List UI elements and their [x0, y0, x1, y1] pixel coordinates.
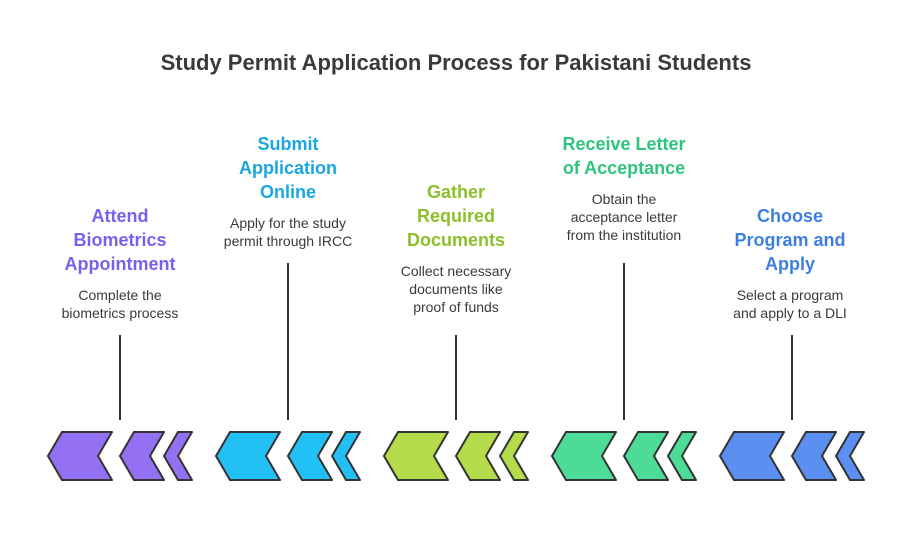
- step-desc-line: acceptance letter: [570, 209, 678, 225]
- step-description: Apply for the study permit through IRCC: [203, 214, 373, 250]
- step-description: Complete the biometrics process: [35, 286, 205, 322]
- chevron-group-choose: [719, 431, 865, 481]
- step-title-line: Apply: [764, 254, 815, 274]
- step-title-line: Appointment: [64, 254, 176, 274]
- chevron-arrow-icon: [215, 431, 281, 481]
- step-description: Select a program and apply to a DLI: [705, 286, 875, 322]
- step-connector: [119, 335, 121, 420]
- step-title-line: of Acceptance: [562, 158, 686, 178]
- step-desc-line: proof of funds: [413, 299, 499, 315]
- chevron-arrow-icon: [623, 431, 669, 481]
- step-title-line: Gather: [426, 182, 486, 202]
- chevron-arrow-icon: [287, 431, 333, 481]
- step-title-line: Submit: [257, 134, 319, 154]
- chevron-group-gather: [383, 431, 529, 481]
- chevron-arrow-icon: [791, 431, 837, 481]
- step-title-line: Online: [259, 182, 316, 202]
- diagram-title: Study Permit Application Process for Pak…: [160, 50, 752, 75]
- step-connector: [287, 263, 289, 420]
- step-title-line: Attend: [91, 206, 149, 226]
- step-desc-line: permit through IRCC: [223, 233, 353, 249]
- step-title-line: Required: [416, 206, 495, 226]
- chevron-arrow-icon: [383, 431, 449, 481]
- step-desc-line: Obtain the: [591, 191, 657, 207]
- step-title: Attend Biometrics Appointment: [35, 204, 205, 276]
- step-connector: [623, 263, 625, 420]
- chevron-group-receive: [551, 431, 697, 481]
- step-desc-line: Apply for the study: [230, 215, 346, 231]
- chevron-arrow-icon: [667, 431, 697, 481]
- chevron-group-attend: [47, 431, 193, 481]
- step-connector: [455, 335, 457, 420]
- chevron-arrow-icon: [47, 431, 113, 481]
- step-title-line: Receive Letter: [562, 134, 686, 154]
- chevron-arrow-icon: [119, 431, 165, 481]
- step-submit-application: Submit Application Online Apply for the …: [203, 132, 373, 250]
- step-title-line: Documents: [406, 230, 505, 250]
- step-connector: [791, 335, 793, 420]
- chevron-arrow-icon: [163, 431, 193, 481]
- step-title-line: Biometrics: [73, 230, 167, 250]
- step-choose-program: Choose Program and Apply Select a progra…: [705, 204, 875, 322]
- chevron-arrow-icon: [835, 431, 865, 481]
- chevron-group-submit: [215, 431, 361, 481]
- chevron-arrow-icon: [719, 431, 785, 481]
- step-desc-line: Complete the: [78, 287, 162, 303]
- chevron-arrow-icon: [331, 431, 361, 481]
- step-attend-biometrics: Attend Biometrics Appointment Complete t…: [35, 204, 205, 322]
- step-receive-letter: Receive Letter of Acceptance Obtain the …: [539, 132, 709, 244]
- step-description: Collect necessary documents like proof o…: [371, 262, 541, 316]
- step-title-line: Program and: [734, 230, 846, 250]
- step-desc-line: and apply to a DLI: [733, 305, 847, 321]
- step-desc-line: Select a program: [736, 287, 844, 303]
- step-desc-line: from the institution: [566, 227, 682, 243]
- step-gather-documents: Gather Required Documents Collect necess…: [371, 180, 541, 316]
- step-title-line: Choose: [756, 206, 823, 226]
- chevron-arrow-icon: [455, 431, 501, 481]
- step-desc-line: documents like: [409, 281, 503, 297]
- step-title: Submit Application Online: [203, 132, 373, 204]
- step-desc-line: Collect necessary: [400, 263, 512, 279]
- step-title-line: Application: [239, 158, 337, 178]
- step-description: Obtain the acceptance letter from the in…: [539, 190, 709, 244]
- step-title: Receive Letter of Acceptance: [539, 132, 709, 180]
- step-title: Choose Program and Apply: [705, 204, 875, 276]
- chevron-arrow-icon: [551, 431, 617, 481]
- chevron-arrow-icon: [499, 431, 529, 481]
- step-title: Gather Required Documents: [371, 180, 541, 252]
- step-desc-line: biometrics process: [61, 305, 179, 321]
